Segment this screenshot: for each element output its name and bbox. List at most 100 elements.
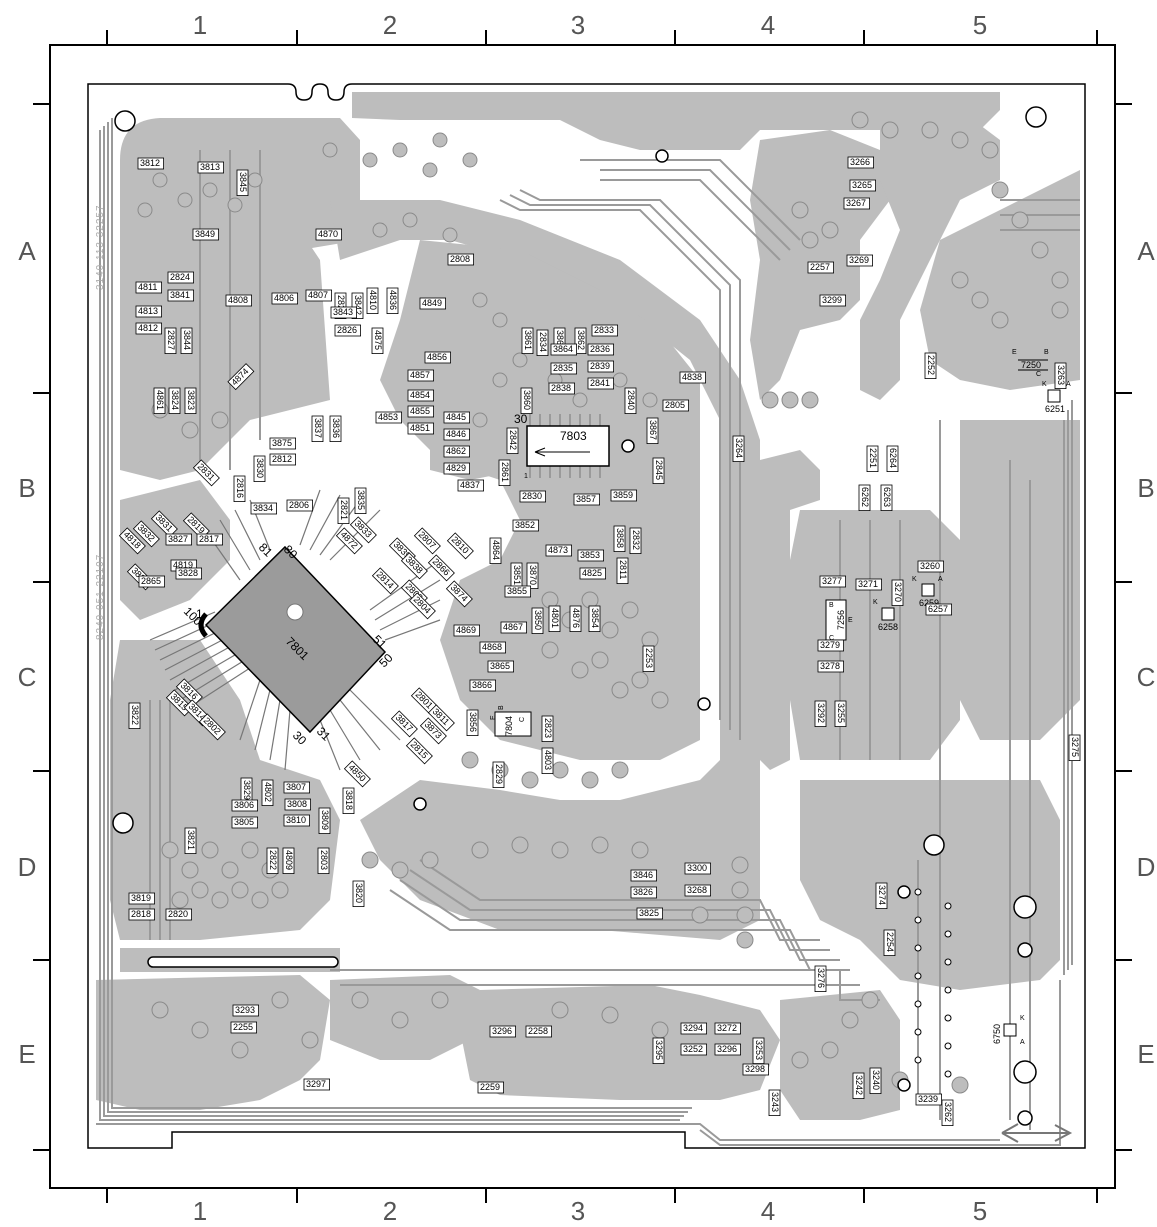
component-ref: 2845 [654, 460, 664, 480]
component-body [880, 484, 893, 512]
component-body [413, 527, 441, 555]
component-body [548, 382, 576, 395]
component-body [284, 798, 312, 811]
component-body [271, 292, 299, 305]
component-ref: 4836 [388, 290, 398, 310]
component-6262: 6262 [858, 484, 871, 512]
component-3826: 3826 [630, 886, 658, 899]
component-ref: 2252 [926, 355, 936, 375]
component-body [1068, 734, 1081, 762]
component-2254: 2254 [883, 929, 896, 957]
component-body [180, 327, 193, 355]
component-ref: 3858 [615, 528, 625, 548]
component-ref: 3265 [852, 180, 872, 190]
component-ref: 3826 [633, 887, 653, 897]
component-body [286, 499, 314, 512]
row-label: D [18, 852, 37, 882]
ic-7803: 7803 30 1 [514, 412, 610, 480]
component-3867: 3867 [646, 417, 659, 445]
component-ref: 3836 [331, 418, 341, 438]
component-body [446, 532, 474, 560]
component-body [315, 228, 343, 241]
component-ref: 4876 [571, 608, 581, 628]
component-body [574, 327, 587, 355]
component-ref: 3849 [195, 229, 215, 239]
component-ref: 2251 [868, 448, 878, 468]
component-3262: 3262 [941, 1099, 954, 1127]
component-body [424, 351, 452, 364]
component-body [175, 567, 203, 580]
board-outline [87, 83, 1086, 1149]
component-4876: 4876 [569, 605, 582, 633]
component-ref: 4845 [446, 412, 466, 422]
component-body [407, 405, 435, 418]
ic-7801-pin: 30 [290, 728, 310, 748]
component-2811: 2811 [616, 557, 629, 585]
component-3823: 3823 [184, 387, 197, 415]
component-ref: 3262 [943, 1102, 953, 1122]
component-ref: 4870 [318, 229, 338, 239]
component-body [512, 519, 540, 532]
component-ref: 4813 [138, 306, 158, 316]
component-body [443, 428, 471, 441]
component-ref: 3255 [836, 703, 846, 723]
component-2257: 2257 [807, 261, 835, 274]
component-ref: 6264 [888, 448, 898, 468]
component-ref: 3825 [639, 908, 659, 918]
component-2820: 2820 [165, 908, 193, 921]
component-ref: 3292 [816, 703, 826, 723]
component-4802: 4802 [261, 779, 274, 807]
component-ref: 2824 [170, 272, 190, 282]
component-3294: 3294 [680, 1022, 708, 1035]
component-body [652, 457, 665, 485]
component-ref: 3278 [820, 661, 840, 671]
component-ref: 4802 [263, 782, 273, 802]
component-ref: 3809 [320, 810, 330, 830]
component-ref: 4819 [173, 560, 193, 570]
component-body [283, 814, 311, 827]
component-3841: 3841 [167, 289, 195, 302]
component-body [492, 761, 505, 789]
diode-6251-ref: 6251 [1045, 404, 1065, 414]
row-label: C [1137, 662, 1156, 692]
component-body [843, 197, 871, 210]
component-ref: 3239 [918, 1094, 938, 1104]
component-ref: 2254 [885, 932, 895, 952]
component-body [742, 1063, 770, 1076]
component-3834: 3834 [250, 502, 278, 515]
component-3267: 3267 [843, 197, 871, 210]
component-ref: 3271 [858, 579, 878, 589]
component-ref: 3857 [576, 494, 596, 504]
component-body [545, 544, 573, 557]
component-ref: 2816 [235, 478, 245, 498]
transistor-7804-pin: E [490, 715, 497, 720]
component-2861: 2861 [498, 459, 511, 487]
component-body [342, 787, 355, 815]
component-body [569, 605, 582, 633]
column-label: 5 [973, 10, 987, 40]
component-ref: 4854 [410, 390, 430, 400]
component-2816: 2816 [233, 475, 246, 503]
component-ref: 2827 [166, 330, 176, 350]
component-ref: 4856 [427, 352, 447, 362]
component-ref: 3269 [849, 255, 869, 265]
component-ref: 3842 [353, 295, 363, 315]
component-ref: 3850 [533, 610, 543, 630]
component-2818: 2818 [128, 908, 156, 921]
component-3825: 3825 [636, 907, 664, 920]
component-ref: 3852 [515, 520, 535, 530]
component-ref: 2257 [810, 262, 830, 272]
component-ref: 2836 [590, 344, 610, 354]
component-3875: 3875 [269, 437, 297, 450]
component-body [453, 624, 481, 637]
component-2835: 2835 [550, 362, 578, 375]
component-body [548, 605, 561, 633]
component-body [407, 369, 435, 382]
component-4875: 4875 [371, 327, 384, 355]
component-2830: 2830 [519, 490, 547, 503]
component-ref: 3807 [286, 782, 306, 792]
component-4813: 4813 [135, 305, 163, 318]
component-ref: 3272 [717, 1023, 737, 1033]
component-body [646, 417, 659, 445]
